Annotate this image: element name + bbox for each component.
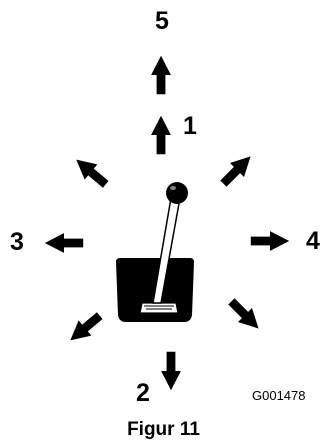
label-position-3: 3 — [10, 228, 24, 256]
label-position-2: 2 — [136, 379, 150, 407]
arrow-left-icon — [44, 233, 84, 253]
label-position-4: 4 — [306, 227, 320, 255]
arrow-up-near-icon — [151, 115, 171, 155]
label-position-1: 1 — [183, 112, 197, 140]
arrow-down-left-icon — [63, 308, 107, 348]
arrow-up-far-icon — [151, 55, 171, 95]
arrow-down-icon — [161, 351, 181, 391]
arrow-up-left-icon — [69, 152, 113, 192]
label-position-5: 5 — [155, 7, 169, 35]
arrow-right-icon — [250, 231, 290, 251]
arrow-up-right-icon — [216, 149, 258, 191]
joystick-lever — [152, 182, 188, 304]
figure-code: G001478 — [252, 388, 306, 403]
figure-caption: Figur 11 — [127, 419, 200, 440]
arrow-down-right-icon — [224, 294, 266, 336]
